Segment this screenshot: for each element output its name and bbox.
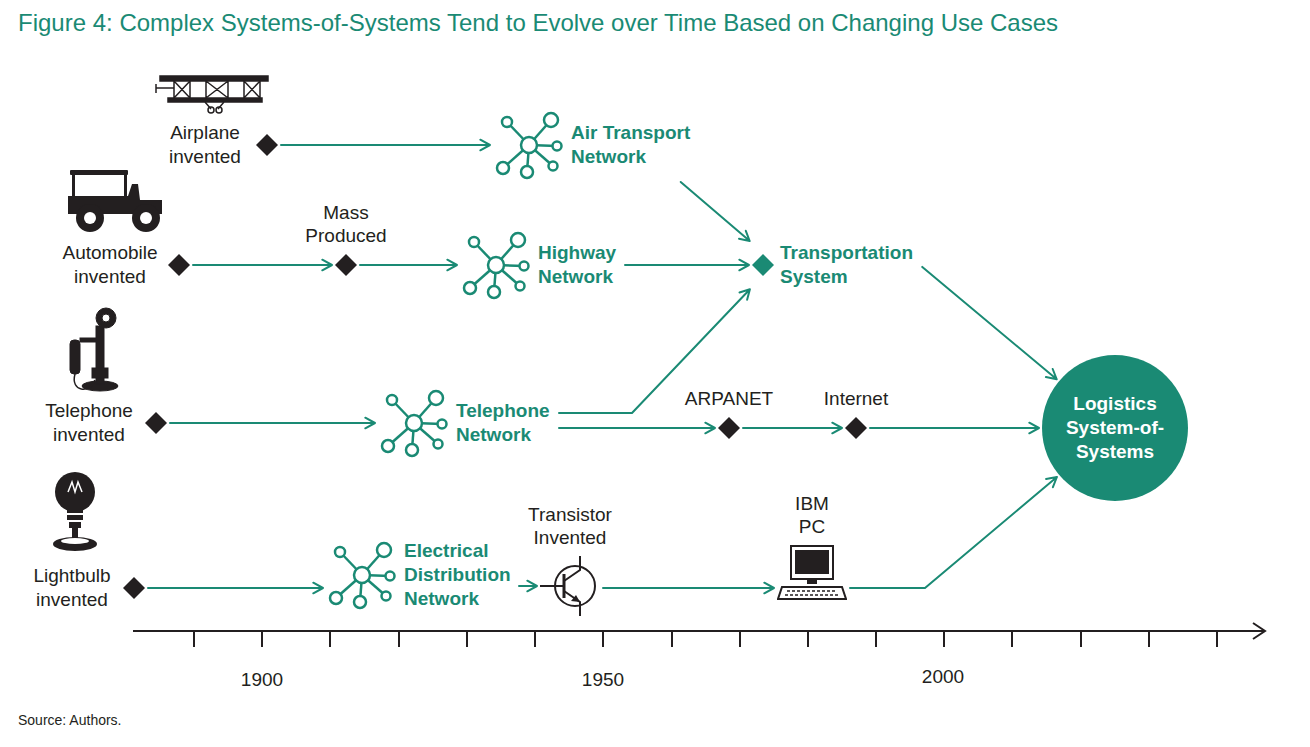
diamond-shape bbox=[168, 254, 190, 276]
connector-arrow bbox=[148, 583, 323, 594]
automobile-illustration bbox=[68, 170, 162, 232]
connector-arrow bbox=[281, 140, 490, 151]
telephone-illustration bbox=[70, 308, 118, 391]
year-label: 1900 bbox=[241, 669, 283, 691]
connector-arrow bbox=[559, 423, 715, 434]
node-label: Automobile invented bbox=[58, 241, 162, 289]
label-column: Air Transport Network bbox=[571, 121, 699, 169]
network-node: Electrical Distribution Network bbox=[326, 539, 516, 610]
network-icon bbox=[326, 540, 396, 610]
node-label: Transportation System bbox=[780, 241, 920, 289]
milestone-diamond: Internet bbox=[845, 417, 867, 439]
node-label: Telephone invented bbox=[39, 399, 139, 447]
node-label: Electrical Distribution Network bbox=[404, 539, 516, 610]
connector-arrow bbox=[743, 423, 842, 434]
network-node: Highway Network bbox=[460, 230, 622, 300]
milestone-diamond: Telephone invented bbox=[145, 412, 167, 434]
node-label: Highway Network bbox=[538, 241, 622, 289]
diamond-shape bbox=[752, 254, 774, 276]
milestone-diamond: Mass Produced bbox=[335, 254, 357, 276]
node-label: ARPANET bbox=[679, 387, 779, 411]
milestone-diamond: Airplane invented bbox=[256, 134, 278, 156]
node-label: Mass Produced bbox=[301, 201, 391, 249]
connector-arrow bbox=[519, 581, 537, 592]
diamond-shape bbox=[845, 417, 867, 439]
connector-arrow bbox=[170, 418, 375, 429]
node-label: Air Transport Network bbox=[571, 121, 699, 169]
transistor-symbol: Transistor Invented bbox=[540, 556, 600, 616]
node-label: Lightbulb invented bbox=[27, 564, 117, 612]
node-label: Internet bbox=[816, 387, 896, 411]
system-diamond: Transportation System bbox=[752, 241, 920, 289]
source-caption: Source: Authors. bbox=[18, 712, 122, 728]
node-label: Logistics System-of-Systems bbox=[1059, 392, 1171, 463]
node-label: Airplane invented bbox=[160, 121, 250, 169]
label-column: Electrical Distribution Network bbox=[404, 539, 516, 610]
lightbulb-illustration bbox=[53, 472, 97, 551]
milestone-diamond: ARPANET bbox=[718, 417, 740, 439]
computer-icon: IBM PC bbox=[777, 545, 847, 601]
year-label: 1950 bbox=[582, 669, 624, 691]
timeline-axis bbox=[133, 623, 1265, 647]
year-label: 2000 bbox=[922, 666, 964, 688]
network-icon bbox=[493, 110, 563, 180]
network-node: Telephone Network bbox=[378, 388, 556, 458]
node-label: Transistor Invented bbox=[523, 503, 618, 551]
connector-arrow bbox=[360, 260, 457, 271]
label-column: Telephone Network bbox=[456, 399, 556, 447]
label-column: Transportation System bbox=[780, 241, 920, 289]
milestone-diamond: Lightbulb invented bbox=[123, 577, 145, 599]
connector-arrow bbox=[870, 423, 1039, 434]
network-icon bbox=[460, 230, 530, 300]
node-label: Telephone Network bbox=[456, 399, 556, 447]
diamond-shape bbox=[123, 577, 145, 599]
connector-arrow bbox=[850, 477, 1057, 588]
diamond-shape bbox=[256, 134, 278, 156]
label-column: Highway Network bbox=[538, 241, 622, 289]
connector-arrow bbox=[193, 260, 332, 271]
diamond-shape bbox=[335, 254, 357, 276]
figure-title: Figure 4: Complex Systems-of-Systems Ten… bbox=[18, 9, 1058, 37]
node-label: IBM PC bbox=[792, 492, 832, 540]
system-circle: Logistics System-of-Systems bbox=[1042, 355, 1188, 501]
computer-shape bbox=[777, 545, 847, 601]
network-icon bbox=[378, 388, 448, 458]
network-node: Air Transport Network bbox=[493, 110, 699, 180]
connector-arrow bbox=[603, 583, 774, 594]
connector-arrow bbox=[922, 267, 1056, 379]
diamond-shape bbox=[145, 412, 167, 434]
diamond-shape bbox=[718, 417, 740, 439]
connector-arrow bbox=[625, 260, 749, 271]
connector-arrow bbox=[681, 182, 750, 241]
airplane-illustration bbox=[156, 76, 268, 113]
milestone-diamond: Automobile invented bbox=[168, 254, 190, 276]
transistor-shape bbox=[540, 556, 600, 616]
